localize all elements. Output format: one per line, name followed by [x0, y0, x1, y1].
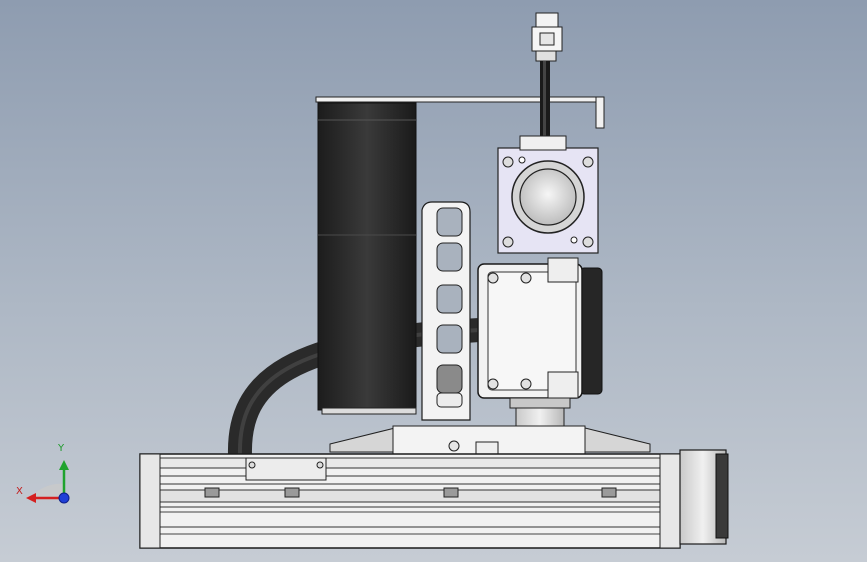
motor-bolt	[582, 156, 594, 168]
extruder-side-plate	[579, 267, 603, 395]
axis-triad	[26, 460, 70, 504]
top-guide-rod	[315, 96, 605, 129]
y-axis-label: Y	[58, 443, 65, 454]
motor-bolt	[502, 156, 514, 168]
z-axis-origin	[58, 492, 70, 504]
wire-bundle	[540, 61, 550, 143]
cooling-fan	[317, 102, 417, 415]
housing-bolt	[487, 378, 499, 390]
nozzle-coupling	[509, 397, 571, 429]
cable-connector	[531, 12, 563, 62]
x-axis-label: X	[16, 486, 23, 497]
mounting-bracket	[421, 201, 471, 421]
carriage-plate	[329, 425, 651, 471]
motor-bolt	[502, 236, 514, 248]
motor-bolt	[582, 236, 594, 248]
housing-bolt	[520, 272, 532, 284]
extruder-housing	[477, 257, 583, 399]
rail-end-motor	[679, 449, 729, 545]
housing-bolt	[487, 272, 499, 284]
stepper-motor-plate	[497, 135, 599, 254]
linear-actuator-rail	[139, 453, 681, 549]
housing-bolt	[520, 378, 532, 390]
